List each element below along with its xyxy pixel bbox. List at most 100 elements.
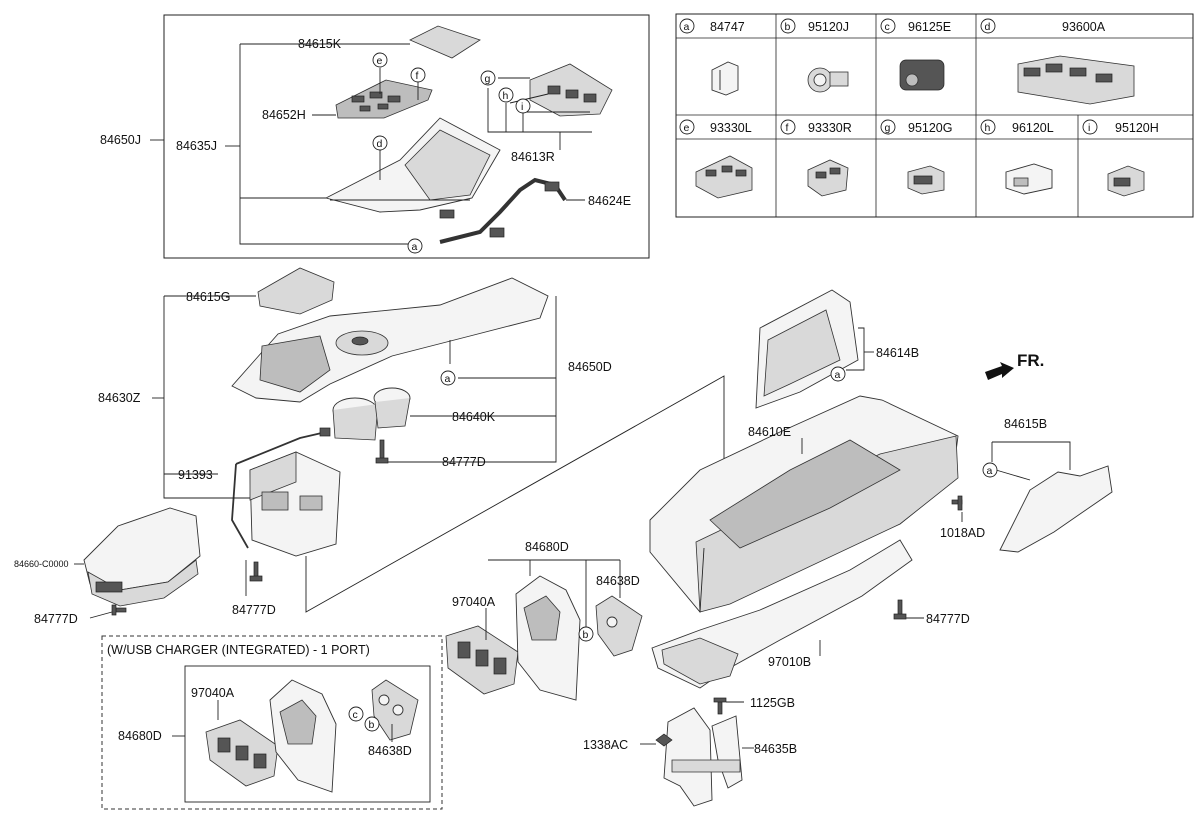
callout-84680D: 84680D	[525, 540, 569, 554]
part-97010B-duct	[651, 539, 913, 689]
part-84615K-pad	[409, 25, 481, 59]
marker-i	[515, 98, 531, 114]
usb-inset-box	[101, 635, 443, 810]
thumb-93330R-switch	[807, 159, 849, 197]
usb-inset-inner-box	[184, 665, 431, 803]
part-console-bin	[249, 451, 341, 557]
part-84613R-switch-assy	[529, 63, 613, 117]
callout-84777D: 84777D	[232, 603, 276, 617]
legend-a-part: 84747	[710, 20, 745, 34]
callout-84660-C0000: 84660-C0000	[14, 559, 69, 569]
marker-c	[348, 706, 364, 722]
part-84652H-switch-panel	[335, 79, 433, 119]
part-84640K-cup-holder	[332, 387, 411, 441]
callout-97010B: 97010B	[768, 655, 811, 669]
nut-1338AC	[655, 733, 673, 747]
bolt-84777D	[893, 599, 907, 620]
screw-1018AD	[951, 495, 963, 511]
bolt-84777D	[111, 604, 127, 616]
legend-i-part: 95120H	[1115, 121, 1159, 135]
inset-note: (W/USB CHARGER (INTEGRATED) - 1 PORT)	[107, 643, 370, 657]
thumb-93600A-switch	[1017, 55, 1135, 105]
callout-84650D: 84650D	[568, 360, 612, 374]
marker-b	[364, 716, 380, 732]
callout-84650J: 84650J	[100, 133, 141, 147]
thumb-84747-clip	[711, 61, 739, 96]
legend-a-letter: a	[684, 21, 690, 33]
marker-e-label: e	[377, 55, 383, 67]
callout-84615G: 84615G	[186, 290, 230, 304]
marker-f-label: f	[416, 70, 419, 82]
marker-a	[830, 366, 846, 382]
part-84638D-usb-panel	[595, 595, 643, 657]
connector	[319, 427, 331, 437]
front-arrow-label: FR.	[1017, 351, 1044, 370]
part-97040A-vent	[445, 625, 519, 695]
callout-97040A: 97040A	[191, 686, 235, 700]
callout-84640K: 84640K	[452, 410, 496, 424]
thumb-96125E-jack	[899, 59, 945, 91]
connector	[544, 181, 560, 192]
thumb-96120L-jack	[1005, 163, 1053, 195]
legend-d-part: 93600A	[1062, 20, 1106, 34]
legend-e-letter: e	[684, 122, 690, 134]
marker-i-label: i	[521, 101, 523, 113]
marker-d	[372, 135, 388, 151]
part-84660-armrest	[83, 507, 201, 607]
legend-g-letter: g	[885, 122, 891, 134]
marker-b-label: b	[583, 629, 589, 641]
marker-h	[498, 87, 514, 103]
legend-c-letter: c	[885, 21, 890, 33]
part-91393-wiring	[231, 431, 327, 549]
connector	[489, 227, 505, 238]
marker-c-label: c	[353, 709, 358, 721]
callout-84777D: 84777D	[442, 455, 486, 469]
thumb-95120H-socket	[1107, 165, 1145, 197]
callout-84614B: 84614B	[876, 346, 919, 360]
part-84615B-side-panel	[999, 465, 1113, 553]
marker-g	[480, 70, 496, 86]
legend-table: a 84747 b 95120J c 96125E d 93600A e 933…	[675, 13, 1194, 218]
callout-1338AC: 1338AC	[583, 738, 628, 752]
callout-84652H: 84652H	[262, 108, 306, 122]
legend-f-letter: f	[786, 122, 789, 134]
part-84635B-bracket	[663, 707, 743, 807]
marker-h-label: h	[503, 90, 509, 102]
legend-c-part: 96125E	[908, 20, 951, 34]
legend-f-part: 93330R	[808, 121, 852, 135]
callout-84624E: 84624E	[588, 194, 631, 208]
part-84680D-trim-inset	[269, 679, 337, 793]
marker-b-label: b	[369, 719, 375, 731]
thumb-95120J-socket	[807, 67, 849, 93]
legend-d-letter: d	[985, 21, 991, 33]
bolt-84777D	[249, 561, 263, 582]
part-84614B-side-panel	[755, 289, 859, 409]
legend-b-part: 95120J	[808, 20, 849, 34]
marker-g-label: g	[485, 73, 491, 85]
marker-b	[578, 626, 594, 642]
part-84680D-trim	[515, 575, 581, 701]
legend-e-part: 93330L	[710, 121, 752, 135]
upper-detail-box	[163, 14, 650, 259]
part-84638D-usb-inset	[371, 679, 419, 741]
bolt-84777D	[375, 439, 389, 464]
marker-e	[372, 52, 388, 68]
callout-97040A: 97040A	[452, 595, 496, 609]
thumb-93330L-switch	[695, 155, 753, 199]
callout-84777D: 84777D	[34, 612, 78, 626]
part-84615G-lid-pad	[257, 267, 335, 315]
legend-b-letter: b	[785, 21, 791, 33]
callout-84635B: 84635B	[754, 742, 797, 756]
marker-f	[410, 67, 426, 83]
legend-i-letter: i	[1088, 122, 1090, 134]
callout-1018AD: 1018AD	[940, 526, 985, 540]
callout-84613R: 84613R	[511, 150, 555, 164]
callout-84630Z: 84630Z	[98, 391, 141, 405]
thumb-95120G-socket	[907, 165, 945, 195]
callout-84635J: 84635J	[176, 139, 217, 153]
part-84610E-main-console	[649, 395, 959, 613]
part-84630Z-upper-cover	[231, 277, 549, 403]
callout-84615B: 84615B	[1004, 417, 1047, 431]
legend-h-letter: h	[985, 122, 991, 134]
